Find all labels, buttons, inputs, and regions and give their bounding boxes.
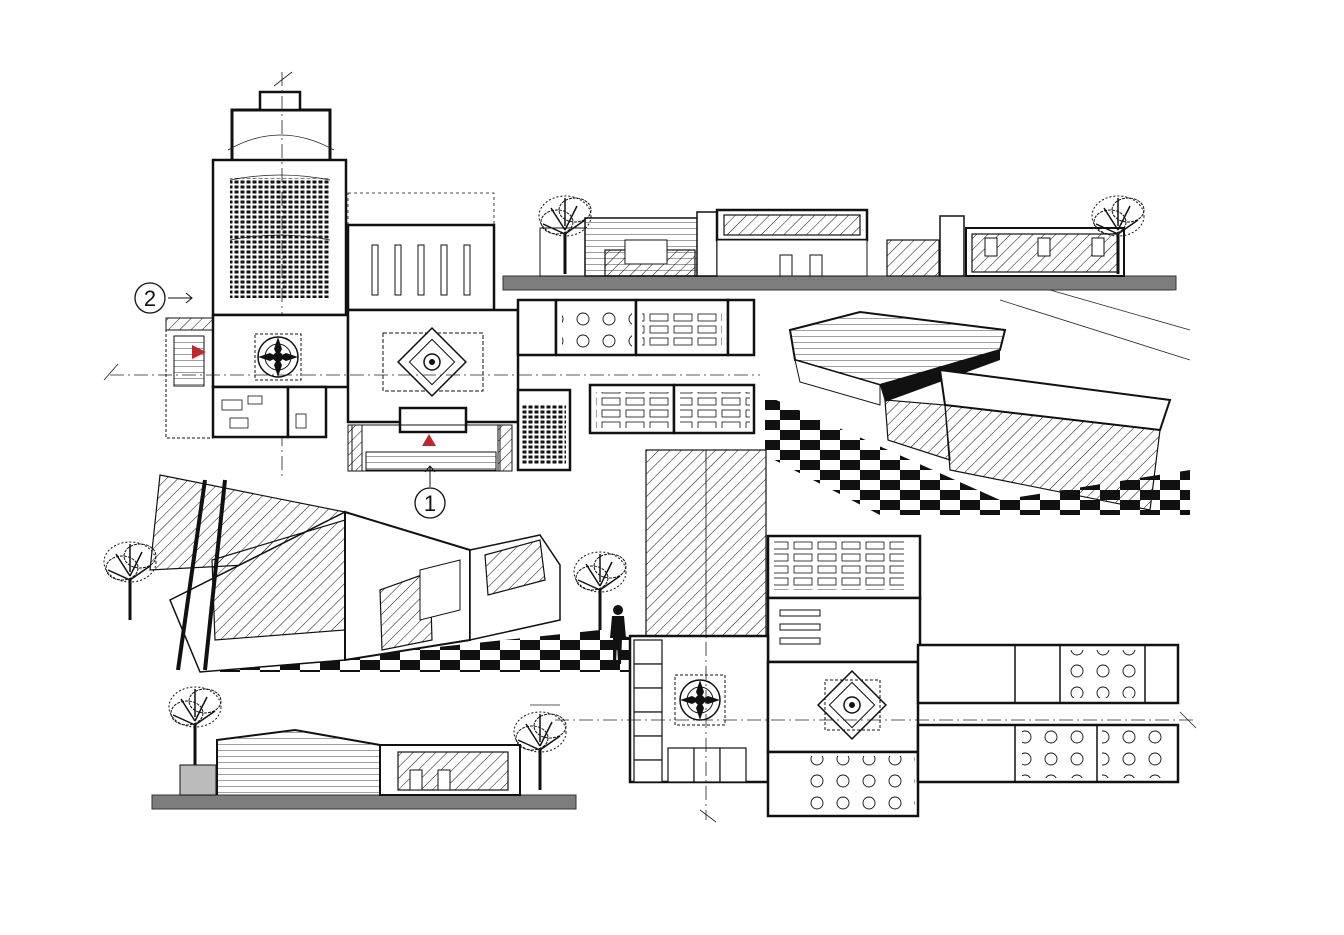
- west-stairs: [173, 335, 205, 387]
- side-elevation-ground-line: [151, 794, 577, 810]
- entrance-triangle-icon: [422, 434, 436, 446]
- elevation-ground-line: [502, 275, 1177, 291]
- auditorium-seating: [230, 178, 330, 298]
- ground-floor-plan: [103, 71, 760, 480]
- office-block: [211, 385, 290, 439]
- west-entrance-court: [165, 317, 214, 439]
- south-stairs: [365, 451, 497, 471]
- exhibition-hall: [346, 223, 496, 312]
- person-icon: [610, 605, 626, 664]
- checker-paving: [765, 395, 1190, 515]
- rosette-medallion-icon: [257, 336, 299, 378]
- entrance-triangle-icon: [192, 345, 206, 359]
- rosette-medallion-icon: [679, 679, 721, 721]
- stage-roof: [258, 90, 302, 112]
- section-marker-2-label: 2: [144, 286, 156, 311]
- meeting-room: [516, 298, 558, 357]
- tree-icon: [167, 685, 223, 767]
- tree-icon: [102, 540, 158, 622]
- first-floor-plan: [555, 449, 1197, 823]
- side-elevation: [151, 685, 577, 810]
- tree-icon: [537, 194, 593, 276]
- street-perspective: [80, 474, 640, 673]
- aerial-perspective: [765, 289, 1191, 515]
- tree-icon: [512, 710, 568, 792]
- section-marker-2: 2: [134, 282, 193, 314]
- section-marker-1-label: 1: [424, 491, 436, 516]
- front-elevation: [502, 194, 1177, 291]
- section-marker-1: 1: [414, 465, 446, 519]
- lobby-reception: [398, 406, 468, 434]
